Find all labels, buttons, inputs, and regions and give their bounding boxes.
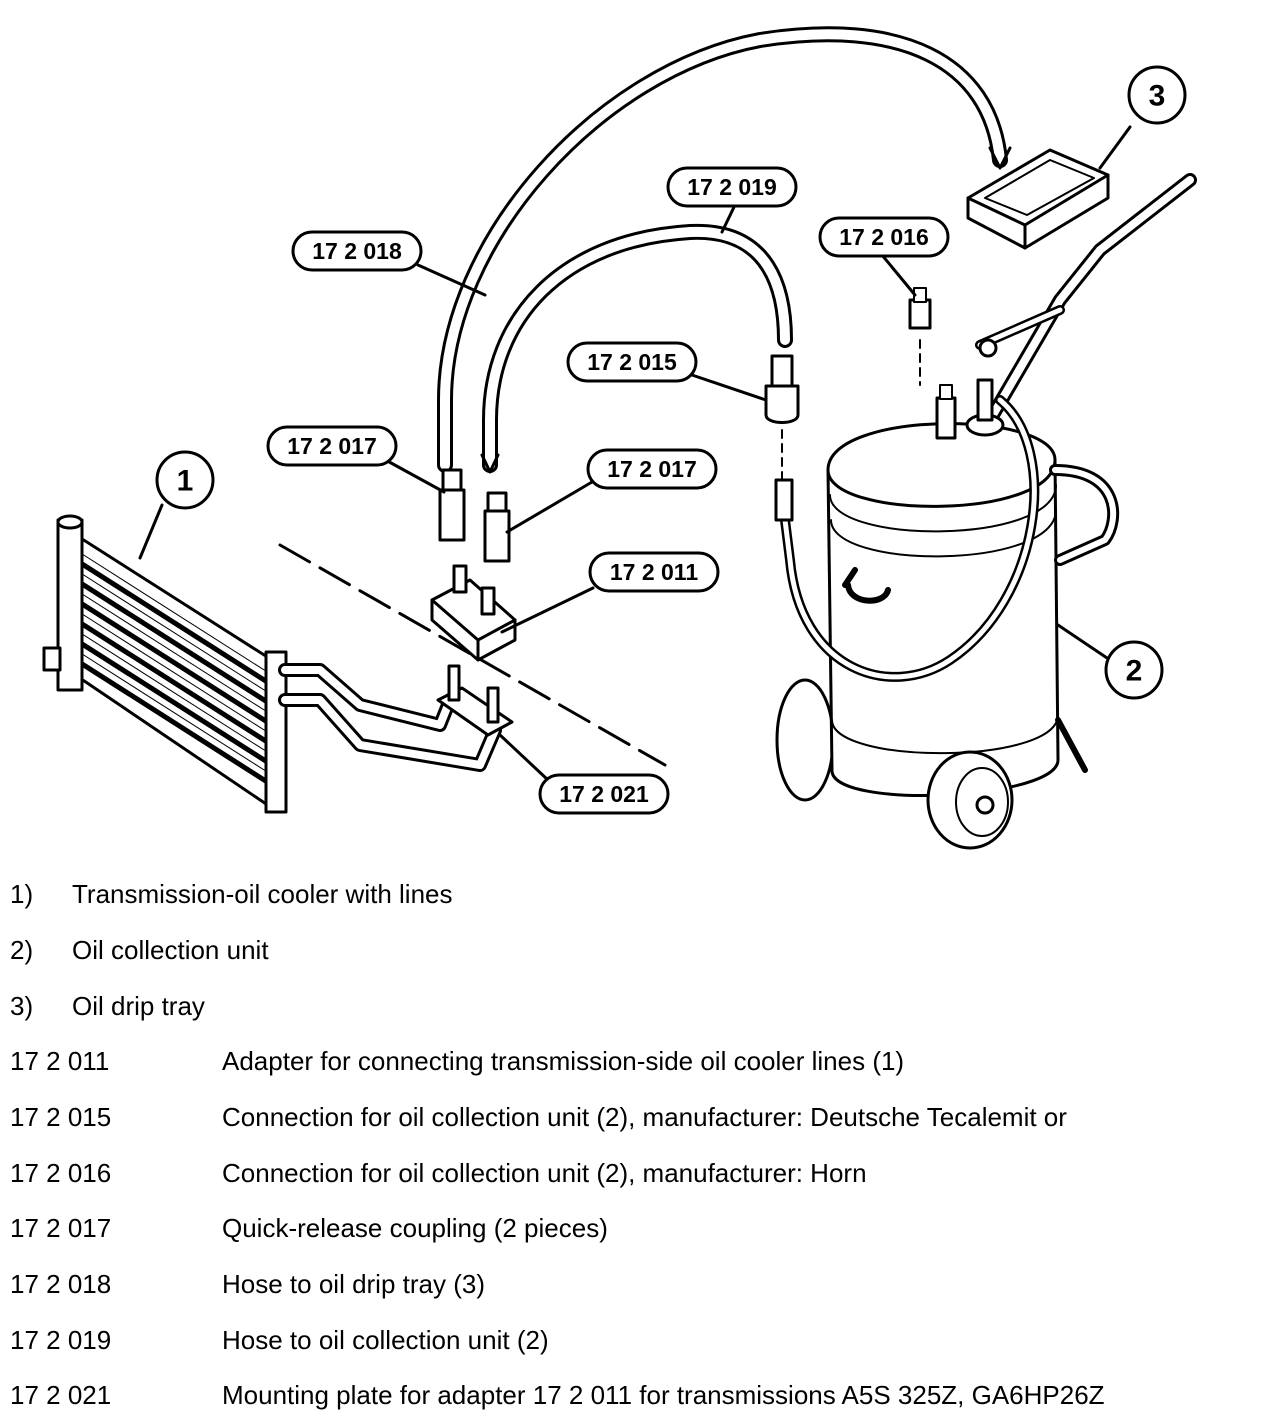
label-172017-right: 17 2 017 (607, 456, 697, 482)
callout-box-172016 (818, 216, 950, 258)
collection-unit-tank (826, 422, 1120, 797)
quick-release-coupling-right (483, 491, 511, 563)
rear-wheel (775, 678, 835, 802)
callout-box-172017-left (266, 425, 398, 467)
legend-code: 17 2 016 (10, 1158, 112, 1188)
legend-text: Adapter for connecting transmission-side… (222, 1046, 905, 1076)
legend-code: 17 2 018 (10, 1269, 112, 1299)
cooler-lines (278, 663, 502, 772)
legend-code: 3) (10, 991, 34, 1021)
legend-text: Hose to oil drip tray (3) (222, 1269, 485, 1299)
callout-box-172011 (588, 551, 720, 593)
label-172021: 17 2 021 (559, 781, 649, 807)
label-item-3: 3 (1149, 80, 1166, 113)
callout-box-172018 (291, 230, 423, 272)
connector-172015 (764, 354, 800, 481)
legend-text: Connection for oil collection unit (2), … (222, 1158, 867, 1188)
callout-box-172017-right (586, 448, 718, 490)
legend-text: Hose to oil collection unit (2) (222, 1325, 549, 1355)
hose-to-drip-tray (437, 26, 1012, 473)
centerline (278, 543, 667, 767)
hose-to-collection-unit (480, 223, 793, 474)
adapter-block (430, 564, 517, 662)
legend-code: 17 2 015 (10, 1102, 112, 1132)
legend-code: 17 2 019 (10, 1325, 112, 1355)
legend-code: 1) (10, 879, 34, 909)
suction-hose (774, 395, 1040, 682)
callout-box-172015 (566, 341, 698, 383)
legend-code: 2) (10, 935, 34, 965)
collection-unit-handle (975, 173, 1197, 427)
label-172011: 17 2 011 (610, 559, 698, 585)
label-172015: 17 2 015 (587, 349, 677, 375)
leader-lines (138, 125, 1132, 782)
legend-code: 17 2 017 (10, 1213, 112, 1243)
label-172017-left: 17 2 017 (287, 433, 377, 459)
legend-text: Mounting plate for adapter 17 2 011 for … (222, 1380, 1105, 1410)
mounting-plate (436, 664, 514, 737)
legend-text: Quick-release coupling (2 pieces) (222, 1213, 608, 1243)
callout-box-172021 (538, 773, 670, 815)
legend-text: Oil collection unit (72, 935, 269, 965)
legend-code: 17 2 011 (10, 1046, 110, 1076)
quick-release-coupling-left (438, 468, 466, 542)
oil-cooler (42, 514, 288, 814)
legend-text: Transmission-oil cooler with lines (72, 879, 453, 909)
label-item-2: 2 (1126, 655, 1143, 688)
label-172016: 17 2 016 (839, 224, 929, 250)
item-circle-2 (1104, 640, 1164, 700)
legend-text: Connection for oil collection unit (2), … (222, 1102, 1067, 1132)
tank-top-fittings (935, 338, 1005, 440)
callout-box-172019 (666, 166, 798, 208)
oil-drip-tray (966, 148, 1110, 250)
label-172019: 17 2 019 (687, 174, 777, 200)
label-item-1: 1 (177, 465, 194, 498)
item-circle-3 (1127, 65, 1187, 125)
front-wheel (926, 750, 1014, 850)
legend-code: 17 2 021 (10, 1380, 112, 1410)
label-172018: 17 2 018 (312, 238, 402, 264)
connector-172016 (908, 287, 932, 386)
transmission-oil-drain-diagram: 17 2 018 17 2 019 17 2 016 17 2 015 17 2… (42, 26, 1197, 850)
item-circle-1 (155, 450, 215, 510)
legend-text: Oil drip tray (72, 991, 205, 1021)
